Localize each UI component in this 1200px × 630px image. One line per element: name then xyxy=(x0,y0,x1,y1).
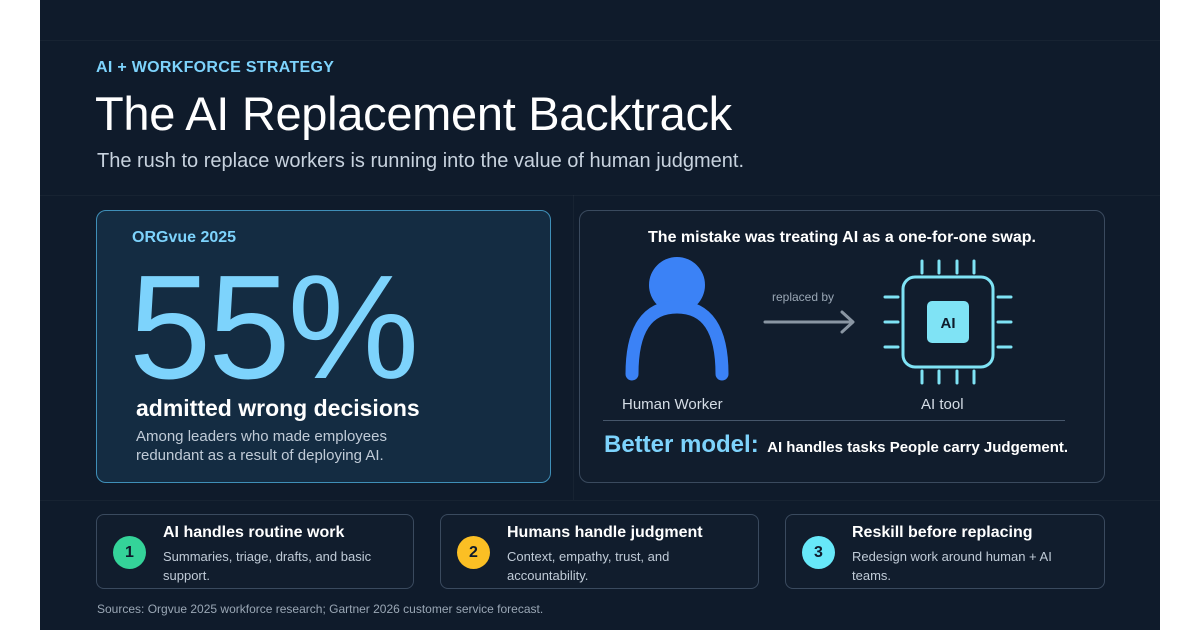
step-number-badge: 3 xyxy=(802,536,835,569)
grid-line xyxy=(573,195,574,500)
stat-value: 55% xyxy=(129,245,419,410)
swap-card: The mistake was treating AI as a one-for… xyxy=(579,210,1105,483)
stat-card: ORGvue 2025 55% admitted wrong decisions… xyxy=(96,210,551,483)
step-card-2: 2 Humans handle judgment Context, empath… xyxy=(440,514,759,589)
step-title: Humans handle judgment xyxy=(507,524,703,541)
swap-heading: The mistake was treating AI as a one-for… xyxy=(648,229,1036,246)
ai-chip-text: AI xyxy=(941,315,956,332)
step-card-1: 1 AI handles routine work Summaries, tri… xyxy=(96,514,414,589)
stat-headline: admitted wrong decisions xyxy=(136,395,420,421)
better-model: Better model: AI handles tasks People ca… xyxy=(604,431,1068,459)
better-model-label: Better model: xyxy=(604,431,759,458)
arrow-label: replaced by xyxy=(772,290,835,304)
eyebrow: AI + WORKFORCE STRATEGY xyxy=(96,59,335,76)
infographic-canvas: AI + WORKFORCE STRATEGY The AI Replaceme… xyxy=(40,0,1160,630)
step-title: Reskill before replacing xyxy=(852,524,1033,541)
page-subtitle: The rush to replace workers is running i… xyxy=(97,150,745,172)
better-model-text: AI handles tasks People carry Judgement. xyxy=(767,439,1069,456)
step-card-3: 3 Reskill before replacing Redesign work… xyxy=(785,514,1105,589)
step-description: Context, empathy, trust, and accountabil… xyxy=(507,549,670,583)
human-worker-label: Human Worker xyxy=(622,396,723,413)
stat-source: ORGvue 2025 xyxy=(132,229,237,246)
ai-tool-label: AI tool xyxy=(921,396,964,413)
sources-note: Sources: Orgvue 2025 workforce research;… xyxy=(97,602,544,616)
stat-description: Among leaders who made employees redunda… xyxy=(136,428,387,464)
step-number-badge: 2 xyxy=(457,536,490,569)
step-description: Redesign work around human + AI teams. xyxy=(852,549,1052,583)
page-title: The AI Replacement Backtrack xyxy=(95,87,732,140)
human-worker-icon xyxy=(625,257,729,381)
ai-chip-icon: AI xyxy=(883,259,1013,385)
divider xyxy=(603,420,1065,421)
grid-line xyxy=(40,195,1160,196)
grid-line xyxy=(40,500,1160,501)
step-description: Summaries, triage, drafts, and basic sup… xyxy=(163,549,372,583)
step-title: AI handles routine work xyxy=(163,524,345,541)
grid-line xyxy=(40,40,1160,41)
arrow-right-icon xyxy=(763,310,855,334)
swap-illustration: AI xyxy=(625,257,1013,385)
step-number-badge: 1 xyxy=(113,536,146,569)
